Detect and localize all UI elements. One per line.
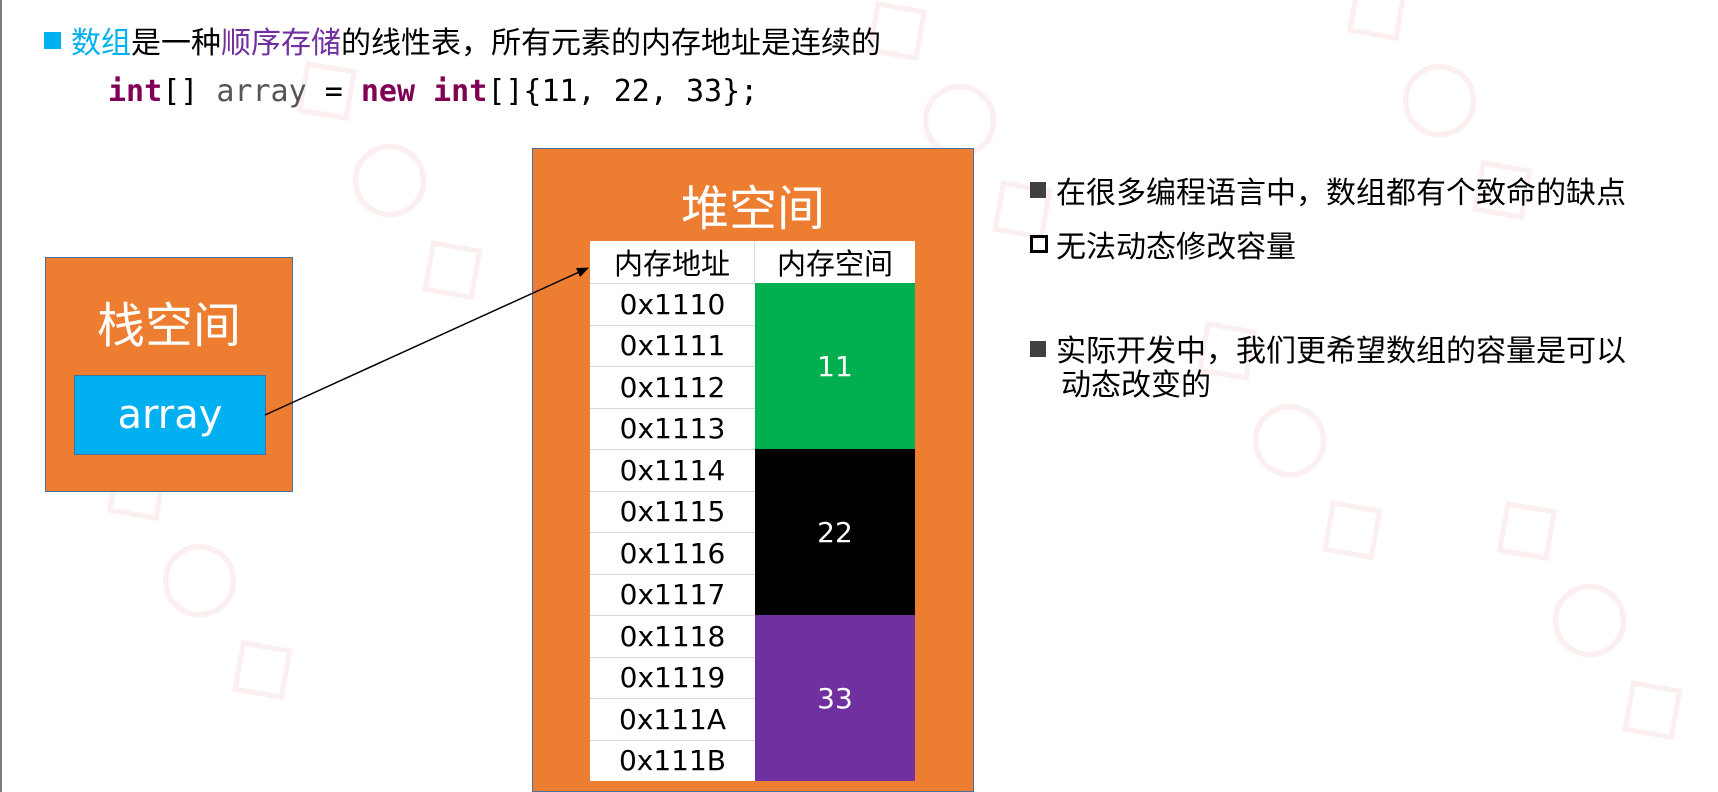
address-cell: 0x1115 <box>590 490 755 533</box>
element-33-block: 33 <box>755 615 915 781</box>
code-variable: array <box>216 74 307 109</box>
intro-text-1: 是一种 <box>131 26 221 61</box>
term-sequential-storage: 顺序存储 <box>221 26 341 61</box>
address-cell: 0x1116 <box>590 532 755 574</box>
code-space <box>415 74 433 109</box>
stack-space-title: 栈空间 <box>96 298 241 354</box>
intro-line: 数组 是一种 顺序存储 的线性表，所有元素的内存地址是连续的 <box>44 20 881 61</box>
address-cell: 0x111A <box>590 698 755 740</box>
hollow-square-bullet-icon <box>1030 235 1048 253</box>
stack-space-box: 栈空间 array <box>45 257 293 492</box>
watermark: ◇ ○ ◇ <box>1466 464 1718 768</box>
memory-table: 内存地址 内存空间 0x1110 0x1111 0x1112 0x1113 0x… <box>590 241 915 781</box>
address-cell: 0x1110 <box>590 283 755 325</box>
square-bullet-icon <box>1030 182 1046 198</box>
note-point-2-text: 无法动态修改容量 <box>1056 230 1296 265</box>
address-cell: 0x1117 <box>590 573 755 616</box>
memory-table-header: 内存地址 内存空间 <box>590 241 915 283</box>
term-array: 数组 <box>71 26 131 61</box>
code-line: int[] array = new int[]{11, 22, 33}; <box>108 74 758 109</box>
address-cell: 0x1119 <box>590 656 755 699</box>
note-point-3: 实际开发中，我们更希望数组的容量是可以 动态改变的 <box>1030 335 1700 403</box>
address-column: 0x1110 0x1111 0x1112 0x1113 0x1114 0x111… <box>590 283 755 781</box>
code-keyword-int: int <box>108 74 163 109</box>
square-bullet-icon <box>44 31 61 49</box>
header-memory-address: 内存地址 <box>590 241 755 283</box>
code-keyword-int-2: int <box>433 74 488 109</box>
address-cell: 0x1113 <box>590 407 755 450</box>
square-bullet-icon <box>1030 341 1046 357</box>
address-cell: 0x111B <box>590 739 755 782</box>
note-point-2: 无法动态修改容量 <box>1030 222 1296 266</box>
code-brackets: [] <box>162 74 217 109</box>
code-keyword-new: new <box>360 74 416 109</box>
element-22-block: 22 <box>755 449 915 615</box>
heap-space-title: 堆空间 <box>680 181 825 237</box>
memory-table-body: 0x1110 0x1111 0x1112 0x1113 0x1114 0x111… <box>590 283 915 781</box>
address-cell: 0x1112 <box>590 366 755 408</box>
code-assign: = <box>306 74 361 109</box>
note-point-3-line-1: 实际开发中，我们更希望数组的容量是可以 <box>1056 334 1626 369</box>
intro-text-2: 的线性表，所有元素的内存地址是连续的 <box>341 26 881 61</box>
note-point-1-text: 在很多编程语言中，数组都有个致命的缺点 <box>1056 176 1626 211</box>
note-point-1: 在很多编程语言中，数组都有个致命的缺点 <box>1030 168 1626 212</box>
watermark: ◇ ○ ◇ <box>1166 284 1426 588</box>
code-initializer: []{11, 22, 33}; <box>487 74 759 109</box>
heap-space-box: 堆空间 内存地址 内存空间 0x1110 0x1111 0x1112 0x111… <box>532 148 974 792</box>
address-cell: 0x1118 <box>590 615 755 657</box>
address-cell: 0x1111 <box>590 324 755 367</box>
address-cell: 0x1114 <box>590 449 755 491</box>
left-border <box>0 0 2 792</box>
element-11-block: 11 <box>755 283 915 449</box>
array-variable-box: array <box>74 375 266 455</box>
watermark: ◇ ○ ◇ <box>266 24 526 328</box>
header-memory-space: 内存空间 <box>755 241 915 283</box>
note-point-3-line-2: 动态改变的 <box>1061 368 1211 403</box>
